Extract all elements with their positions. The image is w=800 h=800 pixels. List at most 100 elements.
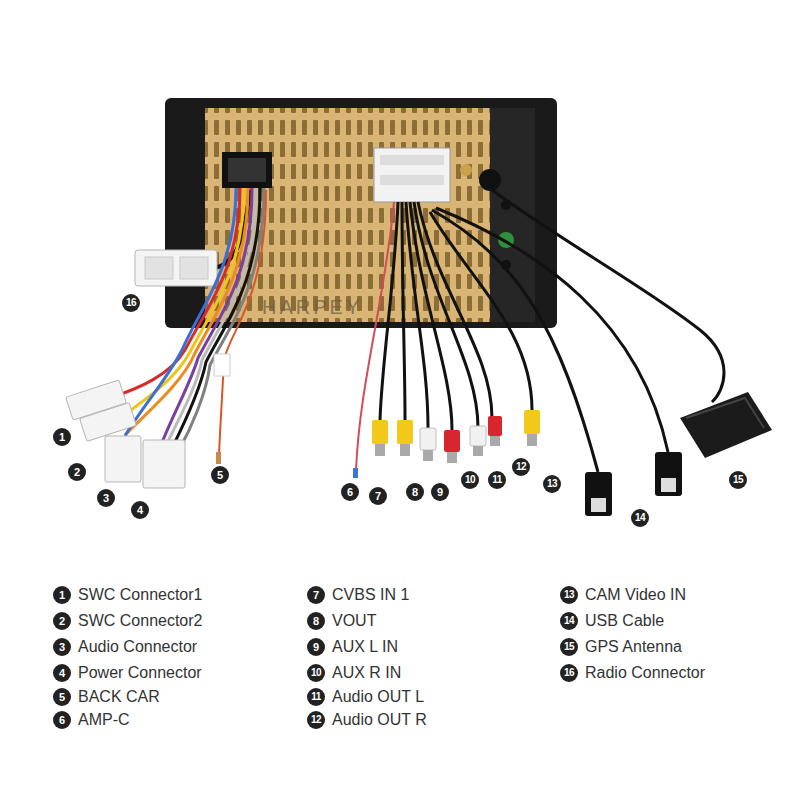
rca-plugs — [375, 444, 385, 456]
callout-number: 6 — [341, 483, 359, 501]
wire-harness — [125, 188, 236, 436]
callout-number: 11 — [307, 688, 325, 706]
usb-cables — [432, 208, 682, 516]
rca-plugs — [353, 410, 540, 478]
head-unit — [228, 158, 266, 182]
callout-number: 3 — [53, 638, 71, 656]
callout-number: 12 — [307, 711, 325, 729]
callout-number: 11 — [488, 471, 506, 489]
callout-number: 1 — [53, 586, 71, 604]
callout-number: 15 — [729, 471, 747, 489]
legend-text: Power Connector — [78, 663, 202, 683]
callout-number: 7 — [307, 586, 325, 604]
callout-number: 14 — [631, 509, 649, 527]
legend-text: SWC Connector1 — [78, 585, 203, 605]
callout-number: 2 — [68, 463, 86, 481]
head-unit — [380, 155, 444, 165]
rca-cables — [406, 202, 428, 428]
rca-plugs — [372, 420, 388, 444]
callout-number: 4 — [53, 664, 71, 682]
callout-number: 16 — [560, 664, 578, 682]
callout-number: 3 — [97, 489, 115, 507]
rca-plugs — [490, 436, 500, 446]
usb-cables — [661, 478, 676, 492]
wire-harness — [120, 188, 244, 418]
gps-antenna — [680, 392, 772, 458]
wire-harness — [172, 188, 260, 448]
callout-number: 4 — [131, 501, 149, 519]
legend-text: SWC Connector2 — [78, 611, 203, 631]
head-unit — [165, 98, 557, 328]
watermark: HARPEY — [262, 296, 362, 318]
callout-number: 2 — [53, 612, 71, 630]
usb-cables — [432, 210, 598, 472]
rca-cables — [380, 202, 398, 420]
rca-plugs — [470, 426, 486, 446]
legend-text: AUX R IN — [332, 663, 401, 683]
rca-plugs — [488, 416, 502, 436]
callout-number: 13 — [560, 586, 578, 604]
legend-text: AMP-C — [78, 710, 130, 730]
rca-cables — [418, 202, 492, 418]
rca-plugs — [397, 420, 413, 444]
head-unit — [460, 164, 472, 176]
rca-plugs — [447, 452, 457, 463]
rca-plugs — [423, 450, 433, 461]
legend-text: Radio Connector — [585, 663, 705, 683]
radio-connector — [135, 250, 217, 286]
callout-number: 13 — [543, 475, 561, 493]
head-unit — [374, 148, 450, 202]
radio-connector — [135, 190, 250, 286]
head-unit — [222, 152, 272, 188]
legend-text: VOUT — [332, 611, 376, 631]
gps-antenna — [492, 190, 724, 402]
callout-number: 16 — [122, 294, 140, 312]
rca-plugs — [353, 468, 358, 478]
usb-cables — [591, 498, 606, 512]
callout-number: 15 — [560, 638, 578, 656]
callout-number: 1 — [53, 428, 71, 446]
callout-number: 7 — [369, 487, 387, 505]
callout-number: 5 — [211, 466, 229, 484]
callout-number: 10 — [307, 664, 325, 682]
callout-number: 9 — [431, 483, 449, 501]
usb-cables — [655, 452, 682, 496]
rca-plugs — [400, 444, 410, 456]
legend-text: GPS Antenna — [585, 637, 682, 657]
callout-number: 8 — [406, 483, 424, 501]
harness-connectors — [66, 354, 230, 488]
callout-number: 10 — [461, 471, 479, 489]
callout-number: 8 — [307, 612, 325, 630]
legend-text: Audio OUT L — [332, 687, 424, 707]
legend-text: CVBS IN 1 — [332, 585, 409, 605]
callout-number: 5 — [53, 688, 71, 706]
usb-cables — [585, 472, 612, 516]
wire-harness — [160, 188, 252, 448]
gps-antenna — [686, 398, 764, 428]
legend-text: BACK CAR — [78, 687, 160, 707]
rca-plugs — [524, 410, 540, 434]
rca-cables — [402, 202, 405, 420]
rca-plugs — [420, 428, 436, 450]
harness-connectors — [214, 354, 230, 376]
rca-cables — [430, 212, 532, 410]
harness-connectors — [216, 452, 221, 464]
rca-cables — [356, 202, 394, 470]
legend-text: USB Cable — [585, 611, 664, 631]
gps-antenna — [492, 190, 772, 458]
callout-number: 12 — [512, 458, 530, 476]
legend-text: CAM Video IN — [585, 585, 686, 605]
head-unit — [165, 98, 557, 328]
callout-number: 9 — [307, 638, 325, 656]
head-unit — [479, 169, 501, 191]
wire-harness — [219, 190, 266, 455]
callout-number: 14 — [560, 612, 578, 630]
radio-connector — [145, 257, 173, 279]
legend-text: Audio Connector — [78, 637, 197, 657]
rca-plugs — [473, 446, 483, 456]
legend-text: Audio OUT R — [332, 710, 427, 730]
rca-plugs — [444, 430, 460, 452]
harness-connectors — [143, 440, 185, 488]
